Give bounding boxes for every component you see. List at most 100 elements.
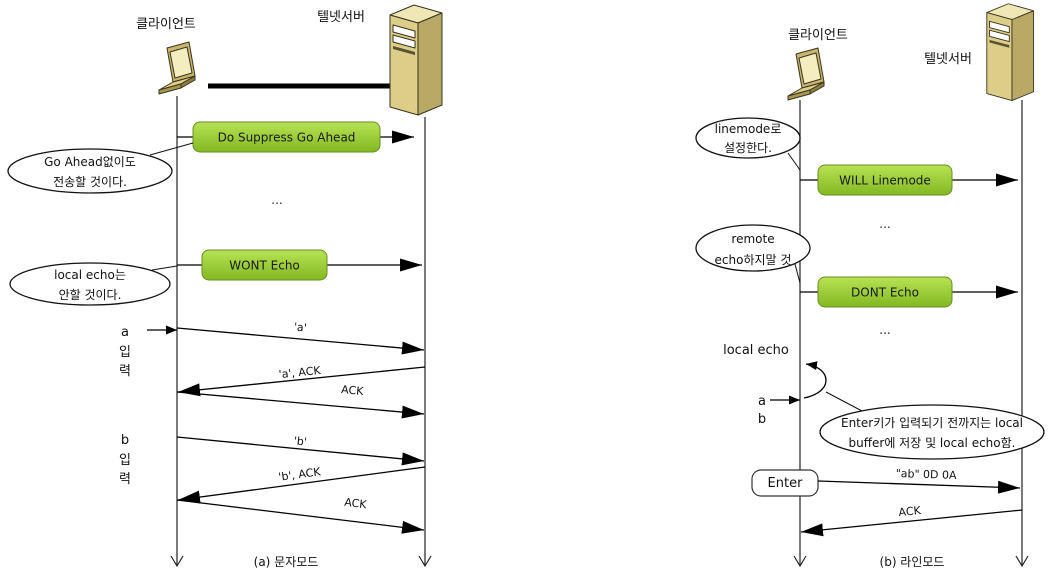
note-text-line: Enter키가 입력되기 전까지는 local [841, 416, 1023, 430]
input-char: 입 [119, 453, 131, 468]
note-bubble [819, 404, 1045, 460]
input-char: 력 [119, 364, 131, 379]
arrow-line-data: "ab" 0D 0A [817, 467, 1021, 494]
server-label: 텔넷서버 [924, 52, 972, 67]
arrow-line-ack: ACK [800, 504, 1023, 537]
server-tower-icon [986, 3, 1035, 101]
server-side [417, 12, 443, 116]
ellipsis: ... [879, 217, 890, 231]
note-pointer [151, 265, 178, 271]
data-arrow [176, 436, 425, 466]
note-local-echo: local echo는 안할 것이다. [9, 262, 178, 306]
client-lifeline-end [170, 555, 184, 568]
server-label: 텔넷서버 [317, 10, 365, 25]
data-arrow [177, 466, 426, 504]
enter-key-label: Enter [768, 476, 804, 491]
note-text-line: remote [731, 232, 774, 246]
note-text-line: local echo는 [54, 268, 126, 282]
diagram-caption: (b) 라인모드 [880, 555, 945, 569]
message-label: Do Suppress Go Ahead [218, 131, 356, 145]
input-char: a [121, 325, 129, 340]
arrow-label: 'a' [293, 320, 307, 334]
message-box [192, 121, 381, 153]
server-drive-bay [392, 24, 416, 39]
laptop-base-side [809, 81, 825, 95]
character-mode-diagram: 클라이언트 텔넷서버 Do Suppress Go Ahead [7, 4, 443, 569]
arrow-label: 'b', ACK [278, 465, 322, 484]
arrow-b: 'b' [176, 434, 425, 466]
arrow-label: "ab" 0D 0A [895, 467, 957, 482]
laptop-screen [798, 52, 822, 85]
input-char: 력 [119, 472, 131, 487]
arrow-label: 'b' [293, 434, 307, 448]
data-arrow [800, 509, 1023, 537]
message-box [201, 249, 328, 281]
arrow-label: ACK [341, 383, 365, 398]
ellipsis: ... [271, 193, 282, 207]
server-side [1011, 10, 1035, 101]
data-arrow [176, 327, 425, 355]
server-drive-bay [989, 20, 1010, 34]
message-wont-echo: WONT Echo [177, 249, 422, 281]
laptop-icon [787, 47, 825, 101]
arrow-a: 'a' [176, 320, 425, 355]
note-buffer: Enter키가 입력되기 전까지는 local buffer에 저장 및 loc… [819, 391, 1045, 460]
note-bubble [7, 148, 173, 194]
message-label: WILL Linemode [839, 174, 931, 188]
message-box [817, 276, 953, 308]
note-remote-echo: remote echo하지말 것 [695, 224, 811, 284]
data-arrow [177, 366, 426, 397]
note-text-line: buffer에 저장 및 local echo함. [849, 436, 1016, 450]
arrow-b-ack: 'b', ACK [177, 465, 426, 504]
note-pointer [825, 391, 863, 412]
message-box [817, 164, 953, 196]
note-bubble [695, 117, 801, 159]
local-echo-loop-arrow [803, 361, 827, 399]
server-tower-icon [389, 4, 443, 116]
note-text-line: linemode로 [715, 122, 782, 136]
note-text-line: 전송할 것이다. [53, 175, 127, 189]
input-char: 입 [119, 345, 131, 360]
input-b-label: b 입 력 [119, 433, 131, 487]
message-label: WONT Echo [229, 259, 300, 273]
client-lifeline-end [793, 555, 807, 568]
ellipsis: ... [879, 323, 890, 337]
local-echo-label: local echo [723, 343, 789, 358]
server-slot [393, 46, 415, 55]
enter-key-box [751, 469, 819, 497]
arrow-a-ack: 'a', ACK [177, 364, 426, 397]
input-char: b [121, 433, 129, 448]
arrow-label: ACK [898, 504, 922, 519]
arrow-label: ACK [344, 496, 368, 512]
note-text-line: 설정한다. [724, 141, 772, 155]
note-bubble [695, 224, 811, 272]
laptop-screen [169, 46, 193, 79]
data-arrow [176, 499, 425, 534]
server-drive-bay [989, 29, 1010, 43]
enter-key: Enter [751, 469, 819, 497]
server-lifeline-end [1015, 555, 1029, 568]
data-arrow [817, 480, 1021, 494]
note-go-ahead: Go Ahead없이도 전송할 것이다. [7, 142, 194, 194]
server-slot [989, 39, 1010, 48]
note-text-line: echo하지말 것 [715, 253, 792, 267]
arrow-ack-1: ACK [176, 383, 425, 419]
note-pointer [149, 142, 194, 156]
message-do-suppress-go-ahead: Do Suppress Go Ahead [177, 121, 414, 153]
note-linemode: linemode로 설정한다. [695, 117, 801, 171]
message-label: DONT Echo [851, 286, 919, 300]
client-label: 클라이언트 [788, 28, 848, 43]
server-drive-bay [392, 34, 416, 49]
line-mode-diagram: 클라이언트 텔넷서버 linemode로 설정한다. [695, 3, 1045, 569]
input-a-label: a 입 력 [119, 325, 131, 379]
note-text-line: 안할 것이다. [59, 288, 122, 302]
input-key: a [758, 394, 766, 409]
input-key: b [758, 412, 766, 427]
arrow-label: 'a', ACK [278, 364, 322, 381]
arrow-ack-2: ACK [176, 496, 425, 534]
server-lifeline-end [418, 555, 432, 568]
message-will-linemode: WILL Linemode [800, 164, 1018, 196]
note-pointer [787, 152, 801, 171]
laptop-base-side [180, 75, 196, 89]
